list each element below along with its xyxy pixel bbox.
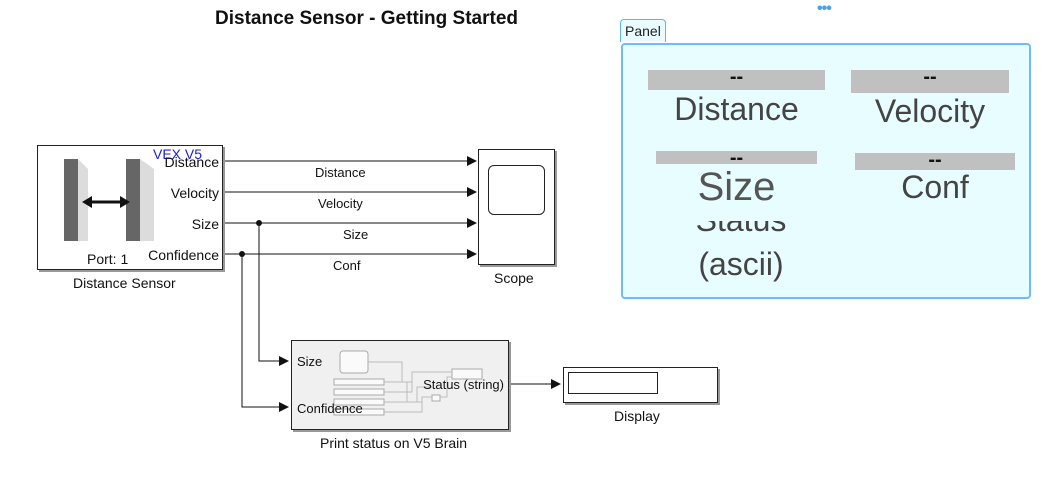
display-status-label: Status <box>695 202 787 238</box>
display-size-label: Size <box>697 165 776 209</box>
panel-menu-icon[interactable]: ••• <box>817 0 832 17</box>
display-velocity-label: Velocity <box>874 93 986 129</box>
port-label-size: Size <box>191 216 219 232</box>
branch-point-confidence <box>239 251 245 257</box>
input-label-size: Size <box>297 354 323 369</box>
library-tag: VEX V5 <box>153 146 203 162</box>
display-caption: Display <box>614 408 660 424</box>
port-number: Port: 1 <box>87 251 129 267</box>
distance-sensor-block[interactable]: VEX V5 Distance Velocity Size Confidence… <box>37 145 223 270</box>
print-status-subsystem[interactable]: Size Confidence Status (string) <box>291 340 509 430</box>
scope-block[interactable] <box>478 149 555 265</box>
scope-caption: Scope <box>494 270 534 286</box>
port-label-velocity: Velocity <box>170 185 219 201</box>
display-conf-label: Conf <box>901 169 969 205</box>
dashboard-panel[interactable]: -- Distance -- Velocity Status (ascii) -… <box>621 43 1031 299</box>
panel-tab[interactable]: Panel <box>620 19 666 42</box>
signal-label-conf: Conf <box>333 258 361 273</box>
port-label-confidence: Confidence <box>148 247 219 263</box>
branch-line-size <box>258 223 289 366</box>
display-readout <box>568 372 658 394</box>
distance-sensor-caption: Distance Sensor <box>73 275 176 291</box>
model-title: Distance Sensor - Getting Started <box>215 8 519 29</box>
scope-screen-icon <box>488 165 545 215</box>
display-status-label-line2: (ascii) <box>698 246 784 282</box>
display-velocity-value: -- <box>851 70 1009 93</box>
display-block[interactable] <box>563 367 718 403</box>
subsystem-preview-icon <box>333 350 483 416</box>
branch-point-size <box>256 220 262 226</box>
port-label-distance: Distance <box>164 154 219 170</box>
display-distance-value: -- <box>648 70 825 90</box>
signal-label-distance: Distance <box>315 165 366 180</box>
display-distance-label: Distance <box>674 91 799 127</box>
output-label-status: Status (string) <box>423 377 504 392</box>
subsystem-caption: Print status on V5 Brain <box>320 435 468 451</box>
signal-label-size: Size <box>343 227 369 242</box>
input-label-confidence: Confidence <box>297 401 363 416</box>
distance-sensor-icon <box>64 159 154 241</box>
signal-label-velocity: Velocity <box>318 196 363 211</box>
display-size-value: -- <box>656 151 817 164</box>
branch-line-confidence <box>241 254 289 412</box>
display-conf-value: -- <box>855 153 1015 170</box>
